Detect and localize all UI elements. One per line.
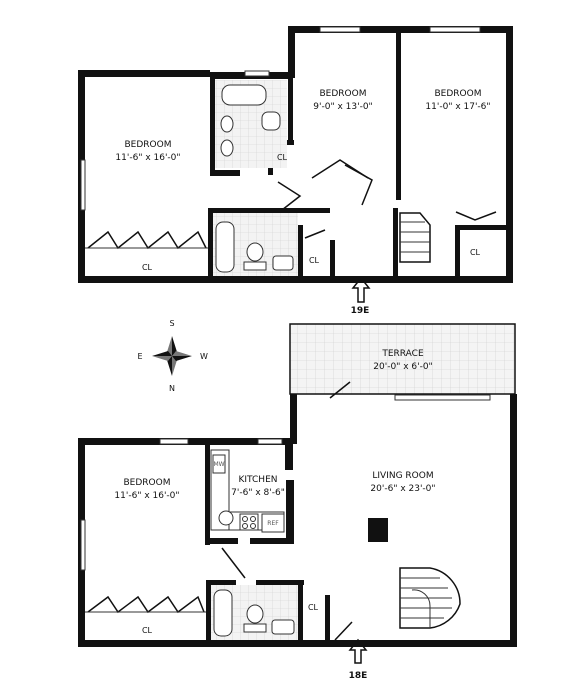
- upper-closet-label: CL: [277, 153, 288, 162]
- upper-floor-plan: [78, 26, 513, 303]
- compass-west-label: W: [200, 352, 208, 361]
- lower-closet-label: CL: [142, 626, 153, 635]
- compass-east-label: E: [137, 352, 142, 361]
- upper-bedroom-right-dims: 11'-0" x 17'-6": [425, 102, 490, 112]
- upper-closet-label: CL: [309, 256, 320, 265]
- upper-closet-label: CL: [142, 263, 153, 272]
- microwave-label: MW: [213, 461, 224, 468]
- upper-bedroom-mid-dims: 9'-0" x 13'-0": [313, 102, 372, 112]
- compass-rose: [152, 336, 192, 376]
- lower-bedroom-name: BEDROOM: [124, 478, 171, 488]
- upper-bedroom-left-name: BEDROOM: [125, 140, 172, 150]
- refrigerator-label: REF: [267, 520, 279, 527]
- living-room-name: LIVING ROOM: [372, 471, 433, 481]
- upper-bedroom-right-name: BEDROOM: [435, 89, 482, 99]
- lower-floor-plan: [78, 323, 517, 664]
- compass-south-label: S: [169, 319, 174, 328]
- terrace-name: TERRACE: [381, 349, 424, 359]
- kitchen-dims: 7'-6" x 8'-6": [231, 488, 285, 498]
- lower-bedroom-dims: 11'-6" x 16'-0": [114, 491, 179, 501]
- upper-bedroom-mid-name: BEDROOM: [320, 89, 367, 99]
- lower-unit-label: 18E: [349, 671, 368, 681]
- upper-unit-label: 19E: [351, 306, 370, 316]
- upper-closet-label: CL: [470, 248, 481, 257]
- upper-bedroom-left-dims: 11'-6" x 16'-0": [115, 153, 180, 163]
- living-room-dims: 20'-6" x 23'-0": [370, 484, 435, 494]
- terrace-dims: 20'-0" x 6'-0": [373, 362, 432, 372]
- compass-north-label: N: [169, 384, 175, 393]
- kitchen-name: KITCHEN: [239, 475, 278, 485]
- lower-closet-label: CL: [308, 603, 319, 612]
